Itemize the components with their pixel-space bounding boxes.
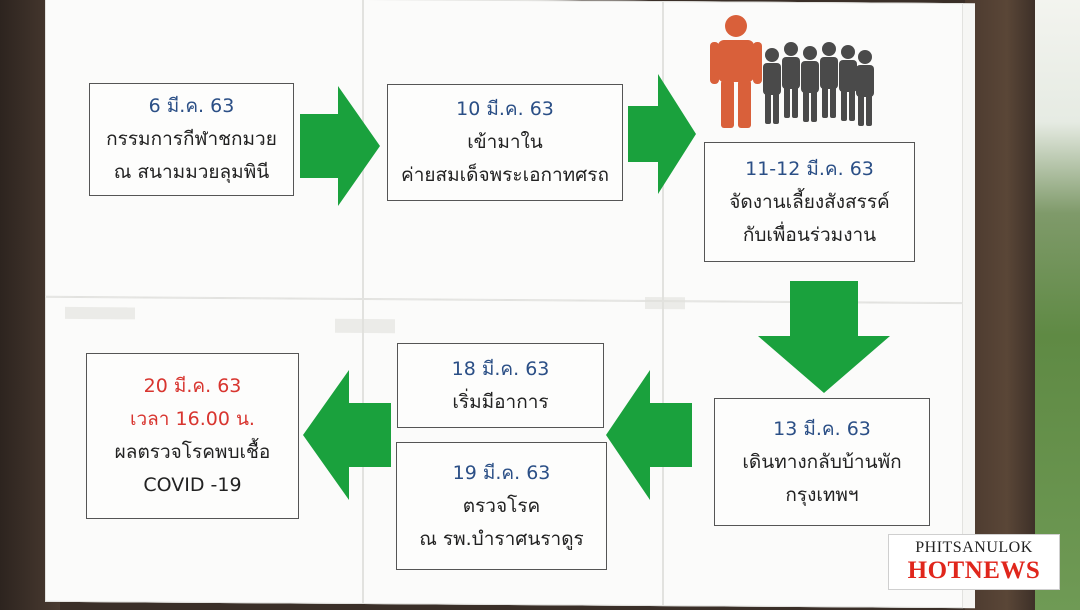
arrow-left-icon bbox=[606, 370, 692, 500]
step-2-text: เข้ามาใน bbox=[467, 131, 543, 153]
tape bbox=[645, 296, 685, 310]
step-1-date: 6 มี.ค. 63 bbox=[148, 95, 235, 117]
tape bbox=[335, 318, 395, 334]
window-frame bbox=[965, 0, 1035, 610]
step-5-box: 18 มี.ค. 63 เริ่มมีอาการ bbox=[397, 343, 604, 428]
people-group-icon bbox=[763, 42, 874, 126]
person-icon bbox=[763, 48, 781, 124]
step-7-date: 20 มี.ค. 63 bbox=[143, 375, 242, 397]
person-icon bbox=[710, 15, 762, 128]
step-1-text: ณ สนามมวยลุมพินี bbox=[113, 161, 270, 183]
person-icon bbox=[839, 45, 857, 121]
step-7-text: COVID -19 bbox=[143, 474, 242, 496]
step-7-box: 20 มี.ค. 63 เวลา 16.00 น. ผลตรวจโรคพบเชื… bbox=[86, 353, 299, 519]
step-4-text: กรุงเทพฯ bbox=[785, 483, 859, 506]
arrow-down-icon bbox=[758, 281, 890, 393]
arrow-left-icon bbox=[303, 370, 391, 500]
logo-line-2: HOTNEWS bbox=[907, 557, 1041, 584]
arrow-right-icon bbox=[300, 86, 380, 206]
step-6-text: ตรวจโรค bbox=[462, 494, 541, 517]
step-6-text: ณ รพ.บำราศนราดูร bbox=[419, 527, 584, 550]
hotnews-logo: PHITSANULOK HOTNEWS bbox=[888, 534, 1060, 590]
tape bbox=[65, 306, 135, 320]
logo-line-1: PHITSANULOK bbox=[915, 539, 1033, 556]
step-6-box: 19 มี.ค. 63 ตรวจโรค ณ รพ.บำราศนราดูร bbox=[396, 442, 607, 570]
step-5-text: เริ่มมีอาการ bbox=[452, 390, 549, 413]
step-4-date: 13 มี.ค. 63 bbox=[773, 417, 871, 440]
step-7-text: ผลตรวจโรคพบเชื้อ bbox=[114, 441, 271, 463]
step-5-date: 18 มี.ค. 63 bbox=[451, 357, 550, 380]
person-icon bbox=[820, 42, 838, 118]
step-2-box: 10 มี.ค. 63 เข้ามาใน ค่ายสมเด็จพระเอกาทศ… bbox=[387, 84, 623, 201]
step-1-text: กรรมการกีฬาชกมวย bbox=[106, 128, 277, 150]
step-1-box: 6 มี.ค. 63 กรรมการกีฬาชกมวย ณ สนามมวยลุม… bbox=[89, 83, 294, 196]
step-3-text: กับเพื่อนร่วมงาน bbox=[742, 223, 877, 246]
person-icon bbox=[856, 50, 874, 126]
step-7-time: เวลา 16.00 น. bbox=[130, 408, 255, 430]
step-3-date: 11-12 มี.ค. 63 bbox=[745, 157, 874, 180]
step-2-date: 10 มี.ค. 63 bbox=[456, 98, 554, 120]
step-3-box: 11-12 มี.ค. 63 จัดงานเลี้ยงสังสรรค์ กับเ… bbox=[704, 142, 915, 262]
person-icon bbox=[782, 42, 800, 118]
step-2-text: ค่ายสมเด็จพระเอกาทศรถ bbox=[401, 164, 609, 186]
arrow-right-icon bbox=[628, 74, 696, 194]
step-6-date: 19 มี.ค. 63 bbox=[452, 461, 551, 484]
step-3-text: จัดงานเลี้ยงสังสรรค์ bbox=[729, 190, 890, 213]
step-4-box: 13 มี.ค. 63 เดินทางกลับบ้านพัก กรุงเทพฯ bbox=[714, 398, 930, 526]
person-icon bbox=[801, 46, 819, 122]
step-4-text: เดินทางกลับบ้านพัก bbox=[742, 450, 902, 473]
